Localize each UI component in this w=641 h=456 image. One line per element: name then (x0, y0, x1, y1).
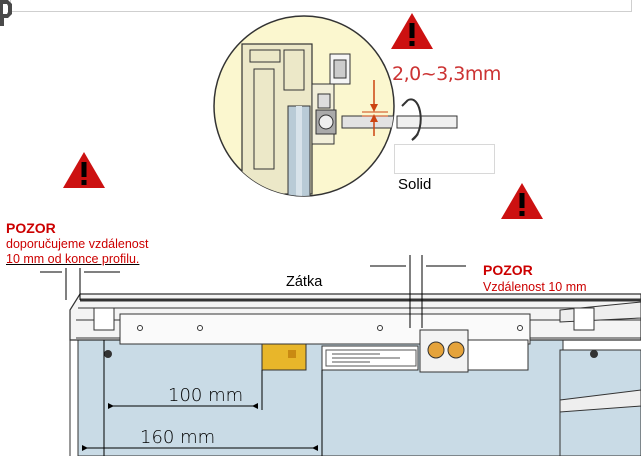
end-cap-label: Zátka (286, 274, 323, 290)
warning-icon (501, 183, 543, 219)
warning-icon (63, 152, 105, 188)
corner-logo-icon (0, 0, 12, 26)
detail-magnifier (213, 15, 458, 197)
warning-text-left-line1: doporučujeme vzdálenost (6, 237, 149, 251)
dimension-160-label: 160 mm (140, 427, 216, 448)
warning-text-left: doporučujeme vzdálenost 10 mm od konce p… (6, 237, 148, 267)
solid-label: Solid (398, 176, 432, 193)
warning-text-right: Vzdálenost 10 mm (483, 280, 587, 294)
dimension-100-label: 100 mm (168, 385, 244, 406)
warning-text-left-line2: 10 mm od konce profilu. (6, 252, 140, 266)
solid-input-box[interactable] (394, 144, 495, 174)
track-diagram (40, 255, 641, 456)
gap-measurement-label: 2,0~3,3mm (392, 63, 501, 85)
top-strip (10, 0, 632, 12)
warning-title-right: POZOR (483, 262, 533, 278)
warning-title-left: POZOR (6, 220, 56, 236)
warning-icon (391, 13, 433, 49)
